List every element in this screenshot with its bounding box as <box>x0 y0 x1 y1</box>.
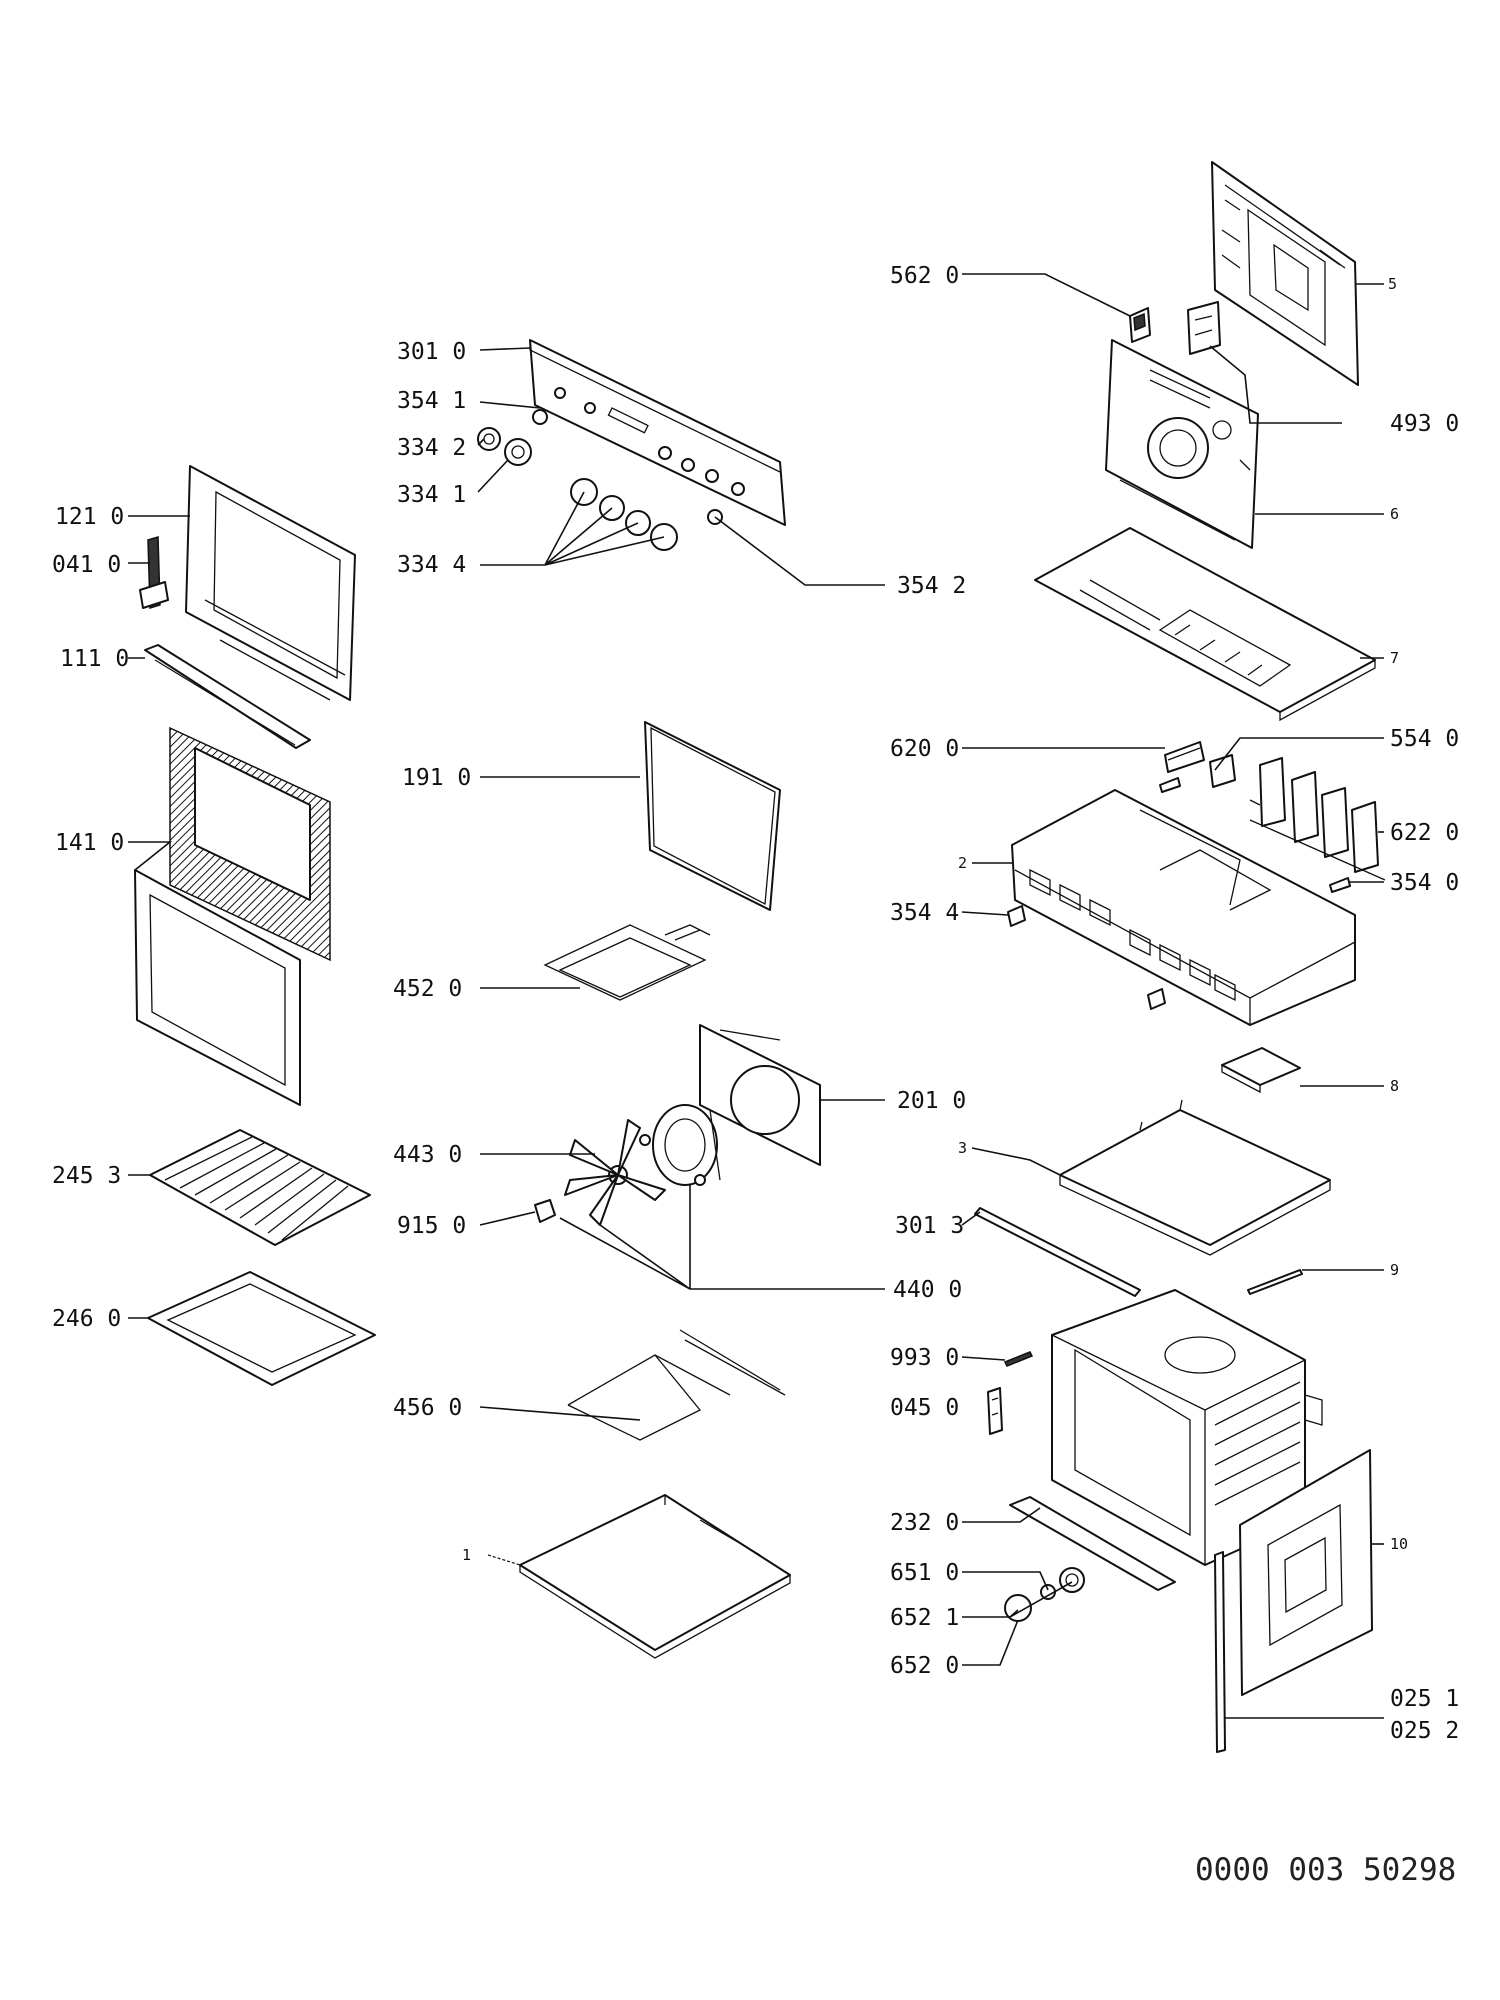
label-10: 10 <box>1390 1535 1408 1553</box>
label-334-1: 334 1 <box>397 482 466 508</box>
label-1: 1 <box>462 1546 471 1564</box>
label-246-0: 246 0 <box>52 1306 121 1332</box>
label-334-4: 334 4 <box>397 552 466 578</box>
part-nut <box>534 1199 556 1223</box>
label-622-0: 622 0 <box>1390 820 1459 846</box>
label-3: 3 <box>958 1139 967 1157</box>
part-door-glass-inner <box>169 726 331 962</box>
label-354-1: 354 1 <box>397 388 466 414</box>
label-191-0: 191 0 <box>402 765 471 791</box>
part-switch-block <box>1159 741 1386 893</box>
label-5: 5 <box>1388 275 1397 293</box>
part-rail-301-3 <box>974 1207 1141 1297</box>
label-045-0: 045 0 <box>890 1395 959 1421</box>
part-993-screw <box>1003 1351 1034 1367</box>
part-652-knob-large <box>1059 1567 1085 1593</box>
part-fan-blade <box>564 1119 666 1226</box>
part-grill-element <box>543 924 711 1001</box>
part-bottom-element <box>567 1329 786 1441</box>
label-041-0: 041 0 <box>52 552 121 578</box>
part-top-cover <box>1034 527 1376 722</box>
label-121-0: 121 0 <box>55 504 124 530</box>
part-493 <box>1187 301 1221 355</box>
label-354-0: 354 0 <box>1390 870 1459 896</box>
label-245-3: 245 3 <box>52 1163 121 1189</box>
label-354-4: 354 4 <box>890 900 959 926</box>
part-oven-cavity <box>1051 1289 1323 1566</box>
label-562-0: 562 0 <box>890 263 959 289</box>
part-control-panel <box>529 339 786 526</box>
label-652-1: 652 1 <box>890 1605 959 1631</box>
leader-lines <box>128 273 1384 1719</box>
document-number: 0000 003 50298 <box>1195 1852 1456 1888</box>
label-6: 6 <box>1390 505 1399 523</box>
label-651-0: 651 0 <box>890 1560 959 1586</box>
label-141-0: 141 0 <box>55 830 124 856</box>
part-chassis-screw <box>1147 988 1166 1010</box>
label-301-3: 301 3 <box>895 1213 964 1239</box>
part-fan-back-panel <box>1105 339 1259 549</box>
part-vertical-trim <box>1214 1551 1226 1753</box>
label-993-0: 993 0 <box>890 1345 959 1371</box>
part-rod-9 <box>1247 1269 1303 1295</box>
part-fan-cover <box>699 1024 821 1166</box>
part-inner-plate <box>1059 1099 1331 1256</box>
part-door-glass-outer <box>134 869 301 1106</box>
part-354-1-knob <box>532 409 548 425</box>
part-334-1-knob <box>504 438 532 466</box>
label-232-0: 232 0 <box>890 1510 959 1536</box>
part-labels: 562 0 5 301 0 493 0 354 1 334 2 334 1 12… <box>52 263 1459 1744</box>
part-control-chassis <box>1011 789 1356 1026</box>
part-354-4-screw <box>1007 905 1026 927</box>
part-334-4-knobs <box>570 478 678 551</box>
label-554-0: 554 0 <box>1390 726 1459 752</box>
label-111-0: 111 0 <box>60 646 129 672</box>
part-bottom-trim <box>1009 1496 1176 1591</box>
label-493-0: 493 0 <box>1390 411 1459 437</box>
label-354-2: 354 2 <box>897 573 966 599</box>
label-915-0: 915 0 <box>397 1213 466 1239</box>
part-fan-motor <box>639 1104 721 1186</box>
label-201-0: 201 0 <box>897 1088 966 1114</box>
part-oven-frame <box>1239 1449 1373 1696</box>
part-rear-panel <box>1211 161 1359 386</box>
part-baking-tray <box>147 1271 376 1386</box>
part-bottom-panel <box>519 1494 791 1659</box>
label-620-0: 620 0 <box>890 736 959 762</box>
part-bracket-8 <box>1221 1047 1301 1094</box>
part-door-frame <box>185 465 356 701</box>
part-562 <box>1129 307 1151 343</box>
label-025-1: 025 1 <box>1390 1686 1459 1712</box>
label-8: 8 <box>1390 1077 1399 1095</box>
label-025-2: 025 2 <box>1390 1718 1459 1744</box>
part-wire-shelf <box>149 1129 371 1246</box>
label-443-0: 443 0 <box>393 1142 462 1168</box>
label-452-0: 452 0 <box>393 976 462 1002</box>
label-7: 7 <box>1390 649 1399 667</box>
part-334-2-knob <box>477 427 501 451</box>
part-door-seal <box>644 721 781 911</box>
label-9: 9 <box>1390 1261 1399 1279</box>
label-652-0: 652 0 <box>890 1653 959 1679</box>
label-2: 2 <box>958 854 967 872</box>
part-door-handle <box>144 644 311 749</box>
part-045-bracket <box>987 1387 1003 1435</box>
label-440-0: 440 0 <box>893 1277 962 1303</box>
label-334-2: 334 2 <box>397 435 466 461</box>
part-hinge <box>139 536 169 609</box>
label-456-0: 456 0 <box>393 1395 462 1421</box>
label-301-0: 301 0 <box>397 339 466 365</box>
